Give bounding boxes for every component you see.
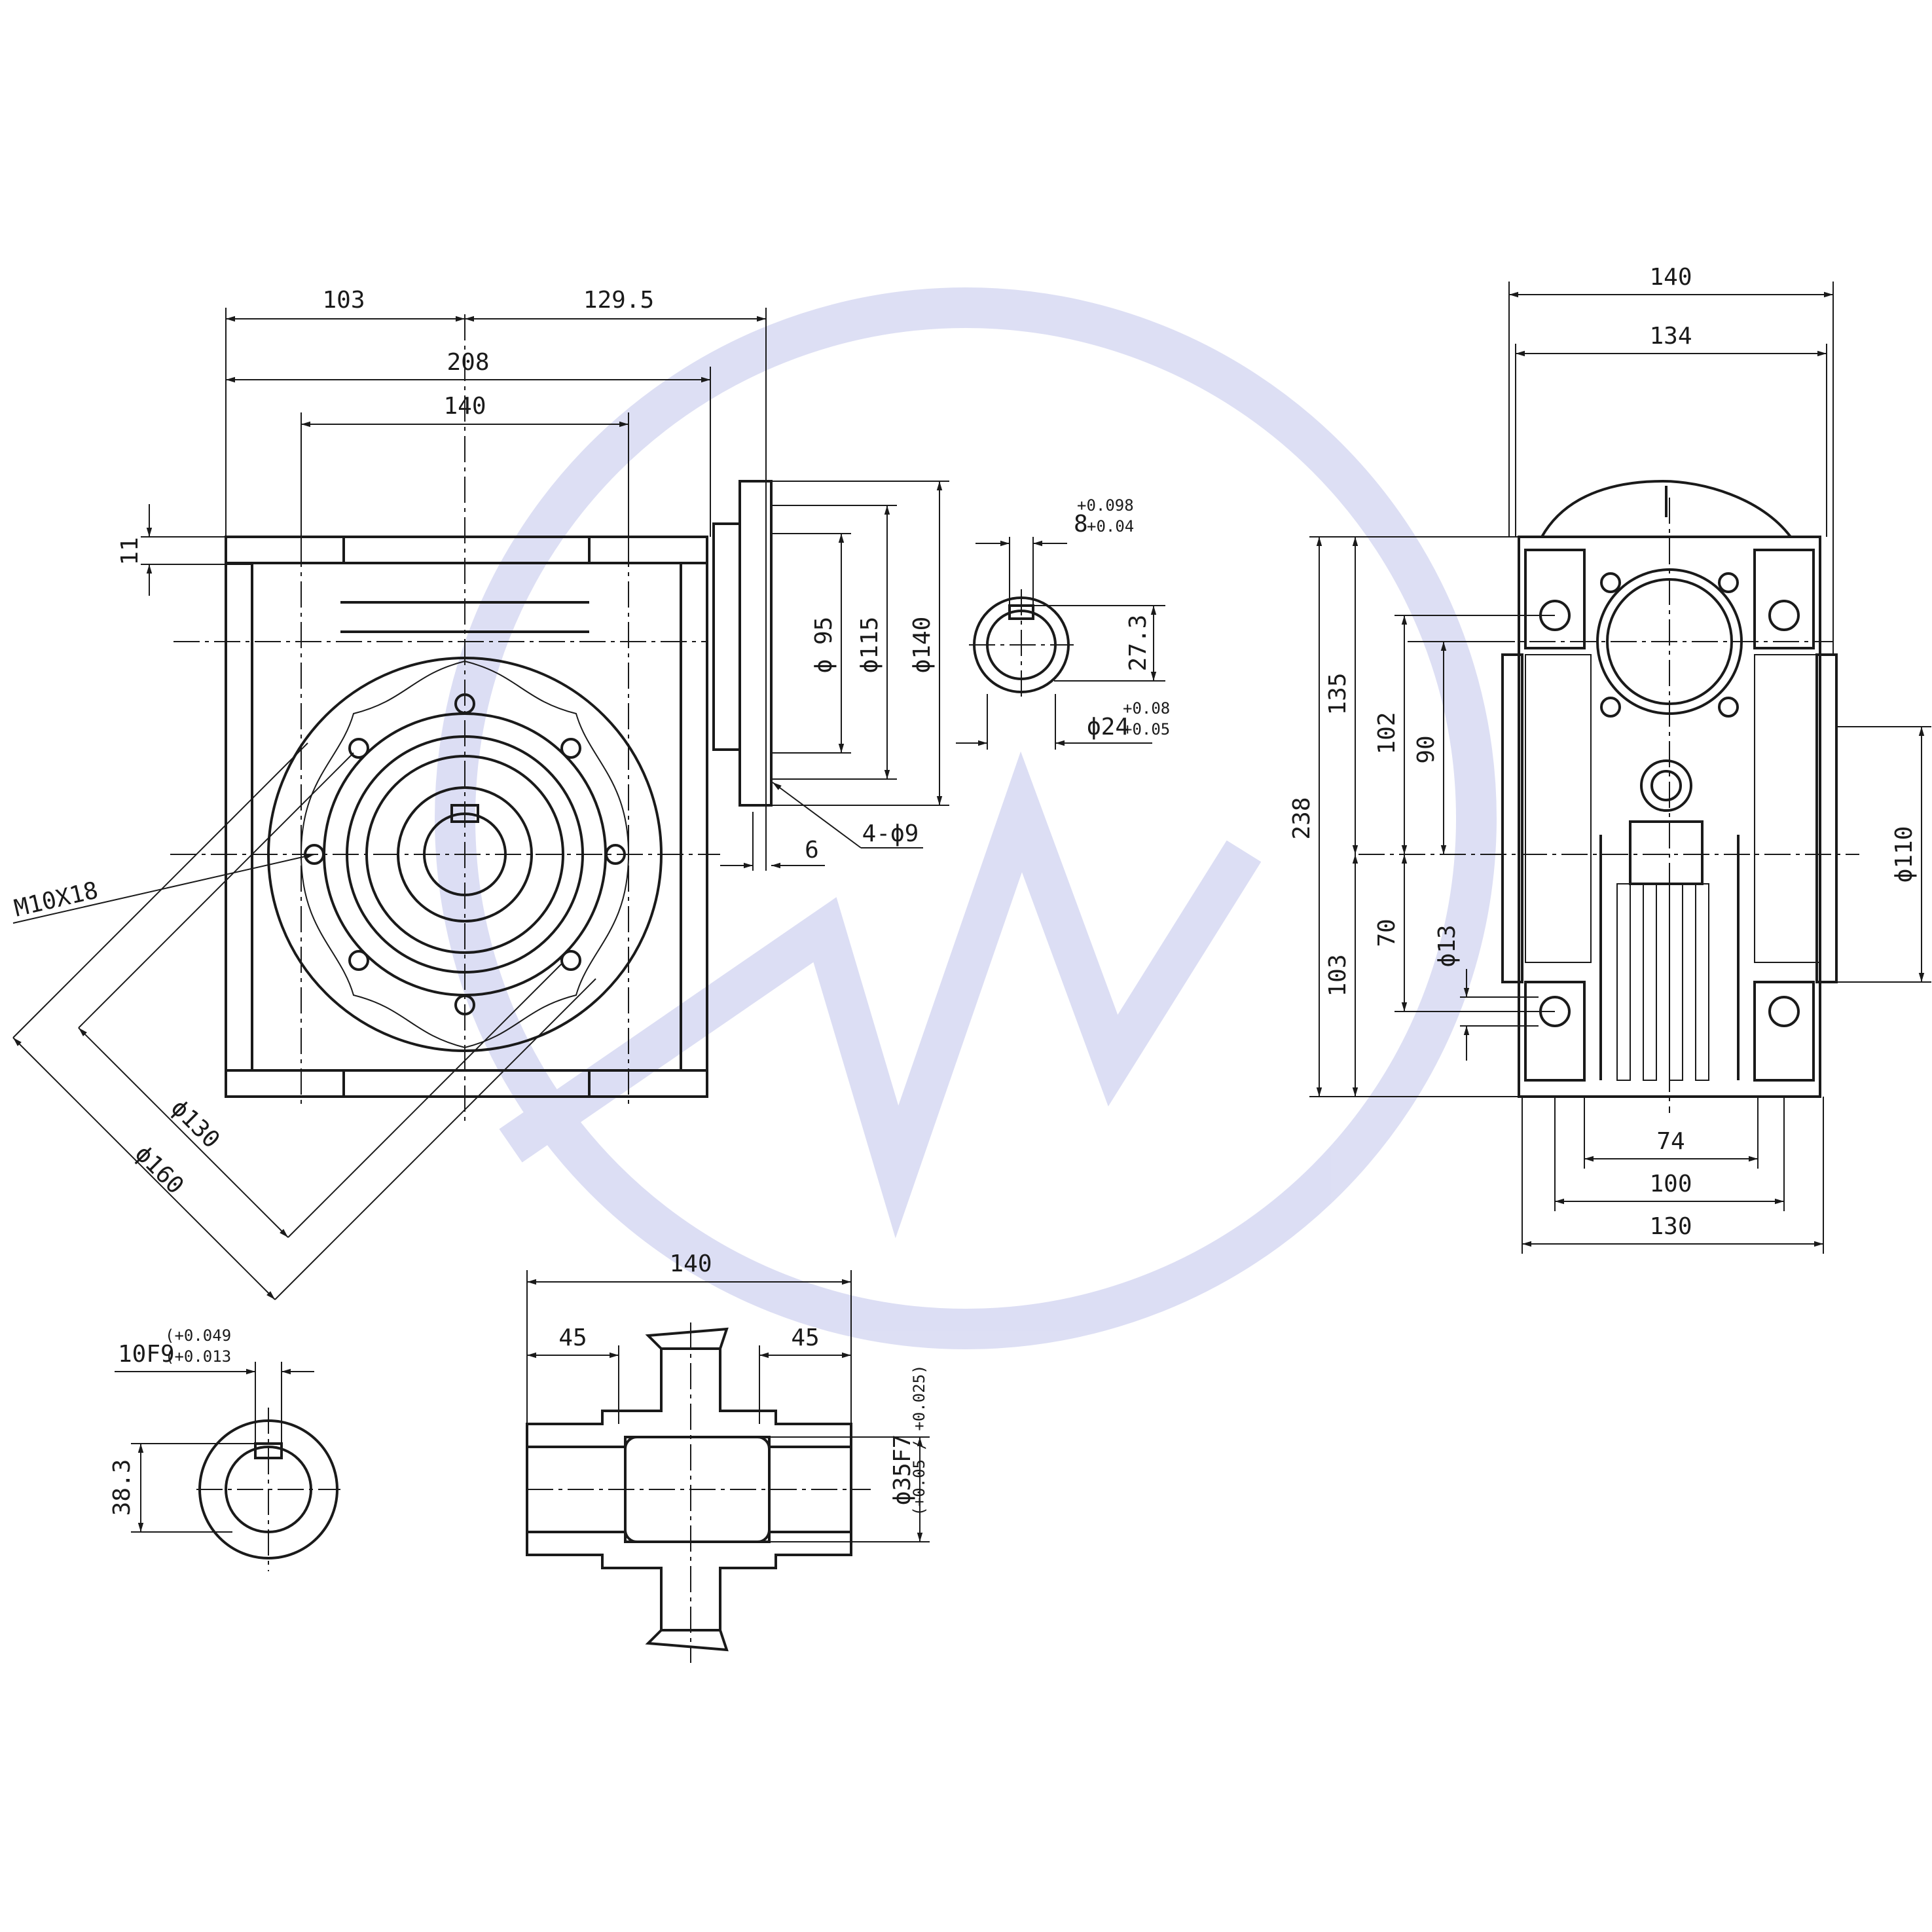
dim-10f9: 10F9 [118, 1341, 175, 1368]
dim-70: 70 [1374, 919, 1400, 947]
dim-11: 11 [117, 537, 143, 565]
dim-bore-tol-upper: +0.08 [1123, 699, 1170, 718]
dim-134: 134 [1649, 323, 1692, 350]
dim-103: 103 [322, 287, 365, 314]
dim-phi35f7-tol: (+0.05 / +0.025) [910, 1364, 928, 1516]
output-bore-detail: 10F9 (+0.049 (+0.013 38.3 [109, 1326, 340, 1571]
dim-phi110: ϕ110 [1891, 826, 1918, 883]
dim-6: 6 [805, 837, 819, 864]
dim-130: 130 [1649, 1213, 1692, 1240]
dim-phi140-flange: ϕ140 [909, 617, 936, 674]
dim-38-3: 38.3 [109, 1459, 136, 1516]
dim-208: 208 [447, 349, 489, 376]
dim-key-depth: 27.3 [1125, 615, 1152, 672]
dim-140-front: 140 [443, 393, 486, 420]
dim-90: 90 [1413, 735, 1440, 763]
dim-phi35f7: ϕ35F7 [889, 1434, 916, 1505]
dim-74: 74 [1656, 1128, 1685, 1155]
dim-10f9-tol-upper: (+0.049 [165, 1326, 231, 1345]
dim-bore-phi24: ϕ24 [1087, 714, 1129, 740]
dim-m10x18: M10X18 [12, 877, 101, 922]
dim-10f9-tol-lower: (+0.013 [165, 1347, 231, 1366]
dim-phi115: ϕ115 [856, 617, 883, 674]
dim-103-side: 103 [1324, 954, 1351, 996]
dim-45-right: 45 [791, 1324, 819, 1351]
dim-100: 100 [1649, 1171, 1692, 1197]
dim-phi95: ϕ 95 [811, 617, 837, 674]
side-view: 140 134 238 135 103 102 70 90 ϕ13 ϕ110 [1288, 264, 1931, 1254]
dim-45-left: 45 [558, 1324, 587, 1351]
dim-phi13: ϕ13 [1434, 924, 1461, 967]
dim-key-tol-lower: +0.04 [1087, 517, 1134, 536]
watermark-logo-icon [435, 287, 1497, 1349]
dim-key-width: 8 [1074, 511, 1088, 538]
dim-bore-tol-lower: +0.05 [1123, 720, 1170, 738]
dim-102: 102 [1374, 712, 1400, 754]
dim-140-side: 140 [1649, 264, 1692, 291]
section-view: 140 45 45 ϕ35F7 (+0.05 / +0.025) [526, 1250, 930, 1663]
dim-238: 238 [1288, 797, 1315, 839]
dim-129-5: 129.5 [583, 287, 654, 314]
dim-135: 135 [1324, 672, 1351, 715]
input-shaft-detail: 8 +0.098 +0.04 27.3 ϕ24 +0.08 +0.05 [956, 496, 1170, 750]
dim-140-section: 140 [669, 1250, 712, 1277]
input-flange-view: ϕ 95 ϕ115 ϕ140 6 4-ϕ9 [712, 480, 949, 871]
dim-key-tol-upper: +0.098 [1077, 496, 1134, 515]
dim-4-phi9: 4-ϕ9 [862, 820, 919, 847]
dim-phi160: ϕ160 [130, 1140, 189, 1199]
